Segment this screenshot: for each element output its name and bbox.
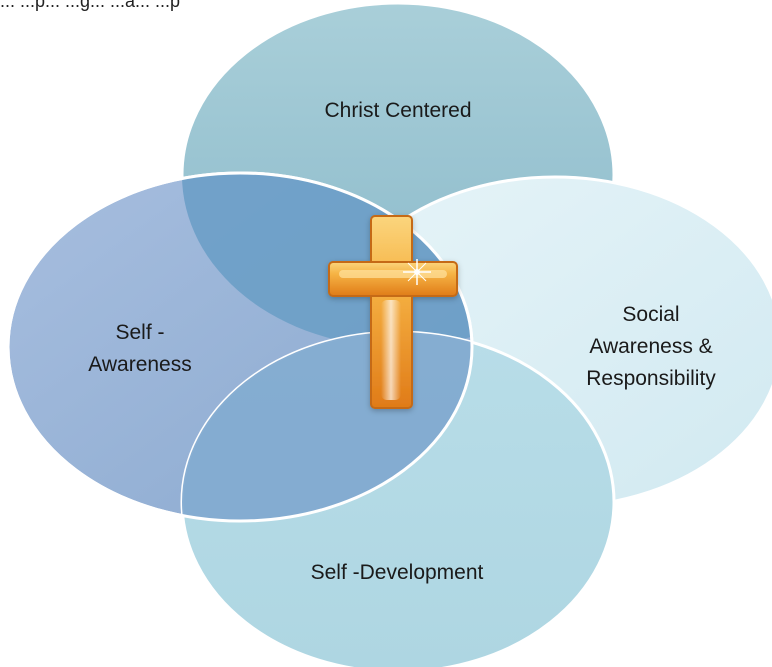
cross-icon (328, 215, 458, 409)
circle-self-awareness-outline (6, 171, 474, 523)
label-social-line3: Responsibility (586, 367, 716, 390)
label-social-line1: Social (622, 303, 679, 326)
label-self-development: Self -Development (311, 561, 484, 584)
label-self-awareness-line2: Awareness (88, 353, 192, 376)
label-social-line2: Awareness & (589, 335, 712, 358)
header-clipped-text: ... ...p... ...g... ...a... ...p (0, 0, 181, 11)
label-self-awareness-line1: Self - (115, 321, 164, 344)
label-christ-centered: Christ Centered (324, 99, 471, 122)
sparkle-icon (403, 259, 431, 285)
